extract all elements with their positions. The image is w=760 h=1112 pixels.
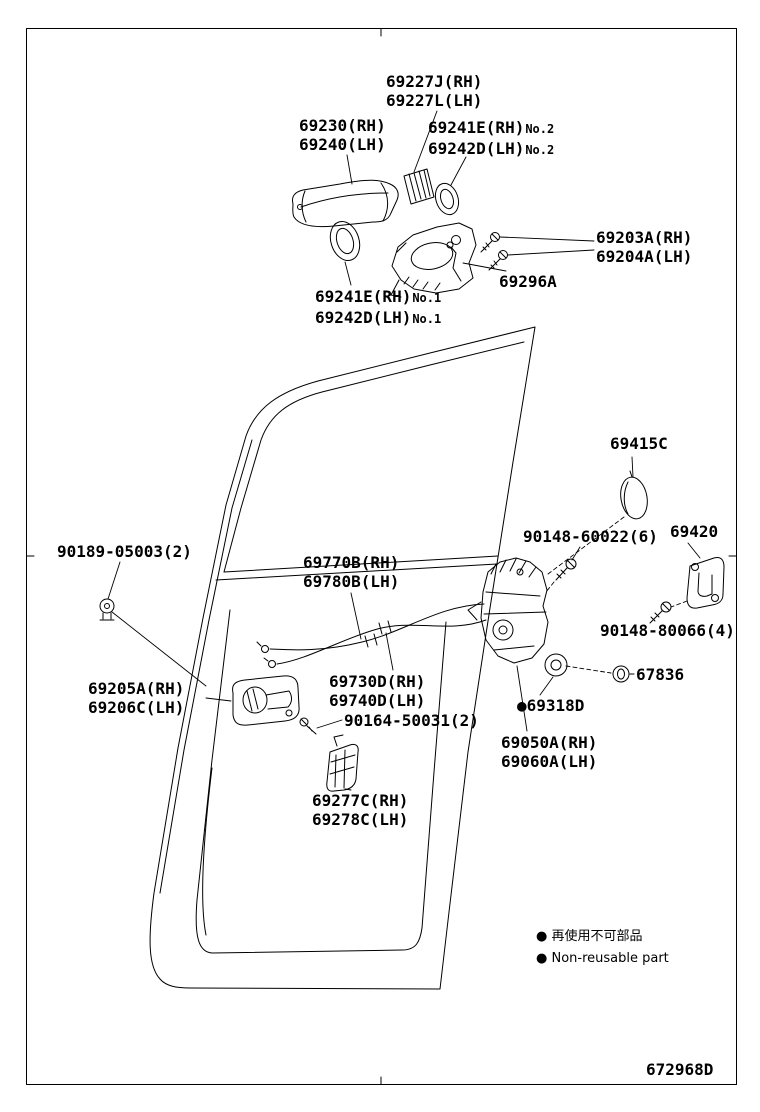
part-number-text: 69296A [499, 272, 557, 291]
part-number-text: 69227L(LH) [386, 91, 483, 110]
cable-bracket-drawing [326, 734, 359, 792]
label-69420: 69420 [670, 522, 718, 541]
legend-line-jp: ● 再使用不可部品 [536, 929, 643, 944]
part-number-text: 90148-60022(6) [523, 527, 658, 546]
door-lock-assembly-drawing [467, 557, 549, 664]
part-number-text: 69227J(RH) [386, 72, 483, 91]
part-number-text: 69203A(RH) [596, 228, 693, 247]
legend: ● 再使用不可部品 ● Non-reusable part [536, 926, 669, 970]
pad-oval-no2-drawing [434, 182, 460, 216]
usage-suffix: No.1 [412, 291, 442, 305]
part-number-text: 69740D(LH) [329, 691, 426, 710]
outer-door-handle-drawing [292, 179, 399, 228]
label-69770b: 69770B(RH) 69780B(LH) [303, 553, 399, 591]
lock-rod-drawing [446, 241, 462, 282]
usage-suffix: No.1 [412, 312, 442, 326]
part-number-text: 69241E(RH)No.2 [428, 118, 554, 139]
part-number-text: 69242D(LH)No.1 [315, 308, 441, 329]
label-69415c: 69415C [610, 434, 668, 453]
label-69241e-no1: 69241E(RH)No.1 69242D(LH)No.1 [315, 287, 441, 329]
part-number-text: 69278C(LH) [312, 810, 409, 829]
usage-suffix: No.2 [525, 143, 555, 157]
bezel-screw-drawing [299, 717, 317, 735]
lock-hole-cover-drawing [620, 470, 648, 520]
label-69230: 69230(RH) 69240(LH) [299, 116, 386, 154]
label-69205a: 69205A(RH) 69206C(LH) [88, 679, 184, 717]
inside-handle-bezel-drawing [232, 675, 300, 726]
part-number-text: 69060A(LH) [501, 752, 598, 771]
lock-screw-drawing [555, 558, 577, 581]
label-69050a: 69050A(RH) 69060A(LH) [501, 733, 597, 771]
part-number-text: 90148-80066(4) [600, 621, 735, 640]
label-90148-80066: 90148-80066(4) [600, 621, 735, 640]
part-number-text: 90189-05003(2) [57, 542, 192, 561]
part-number-text: 69240(LH) [299, 135, 386, 154]
part-number-text: 67836 [636, 665, 685, 684]
part-number-text: 69242D(LH) [315, 308, 412, 327]
part-number-text: 69241E(RH) [428, 118, 525, 137]
usage-suffix: No.2 [525, 122, 555, 136]
part-number-text: 69242D(LH) [428, 139, 525, 158]
label-90148-60022: 90148-60022(6) [523, 527, 658, 546]
part-number-text: 69205A(RH) [88, 679, 185, 698]
diagram-code: 672968D [646, 1060, 714, 1079]
part-number-text: 69230(RH) [299, 116, 386, 135]
part-number-text: 69241E(RH) [315, 287, 412, 306]
label-69203a: 69203A(RH) 69204A(LH) [596, 228, 692, 266]
pad-oval-no1-drawing [329, 220, 361, 262]
part-number-text: 69204A(LH) [596, 247, 693, 266]
part-number-text: 69277C(RH) [312, 791, 409, 810]
part-number-text: 69242D(LH)No.2 [428, 139, 554, 160]
label-90164-50031: 90164-50031(2) [344, 711, 479, 730]
striker-bolt-drawing [649, 601, 672, 624]
part-number-text: 69420 [670, 522, 719, 541]
handle-frame-drawing [390, 222, 477, 298]
part-number-text: 69730D(RH) [329, 672, 426, 691]
label-69241e-no2: 69241E(RH)No.2 69242D(LH)No.2 [428, 118, 554, 160]
door-outline [149, 326, 536, 990]
seal-ring-drawing [544, 653, 568, 677]
label-69730d: 69730D(RH) 69740D(LH) [329, 672, 425, 710]
handle-pad-drawing [403, 168, 435, 205]
front-grommet-drawing [99, 598, 115, 621]
door-striker-drawing [686, 557, 725, 609]
part-number-text: 69770B(RH) [303, 553, 400, 572]
legend-line-en: ● Non-reusable part [536, 951, 669, 966]
label-69277c: 69277C(RH) 69278C(LH) [312, 791, 408, 829]
lock-cables-drawing [256, 603, 487, 668]
part-number-text: 69415C [610, 434, 668, 453]
label-69227: 69227J(RH) 69227L(LH) [386, 72, 482, 110]
handle-frame-screws [480, 232, 508, 271]
page-frame [26, 28, 737, 1085]
part-number-text: 69780B(LH) [303, 572, 400, 591]
leader-lines [107, 110, 701, 791]
label-67836: 67836 [636, 665, 684, 684]
grommet-67836-drawing [612, 665, 630, 683]
part-number-text: ●69318D [517, 696, 585, 715]
part-number-text: 69050A(RH) [501, 733, 598, 752]
part-number-text: 69206C(LH) [88, 698, 185, 717]
label-69296a: 69296A [499, 272, 557, 291]
dashed-assembly-lines [545, 516, 688, 674]
part-number-text: 69241E(RH)No.1 [315, 287, 441, 308]
label-90189-05003: 90189-05003(2) [57, 542, 192, 561]
label-69318d: ●69318D [517, 696, 584, 715]
part-number-text: 90164-50031(2) [344, 711, 479, 730]
